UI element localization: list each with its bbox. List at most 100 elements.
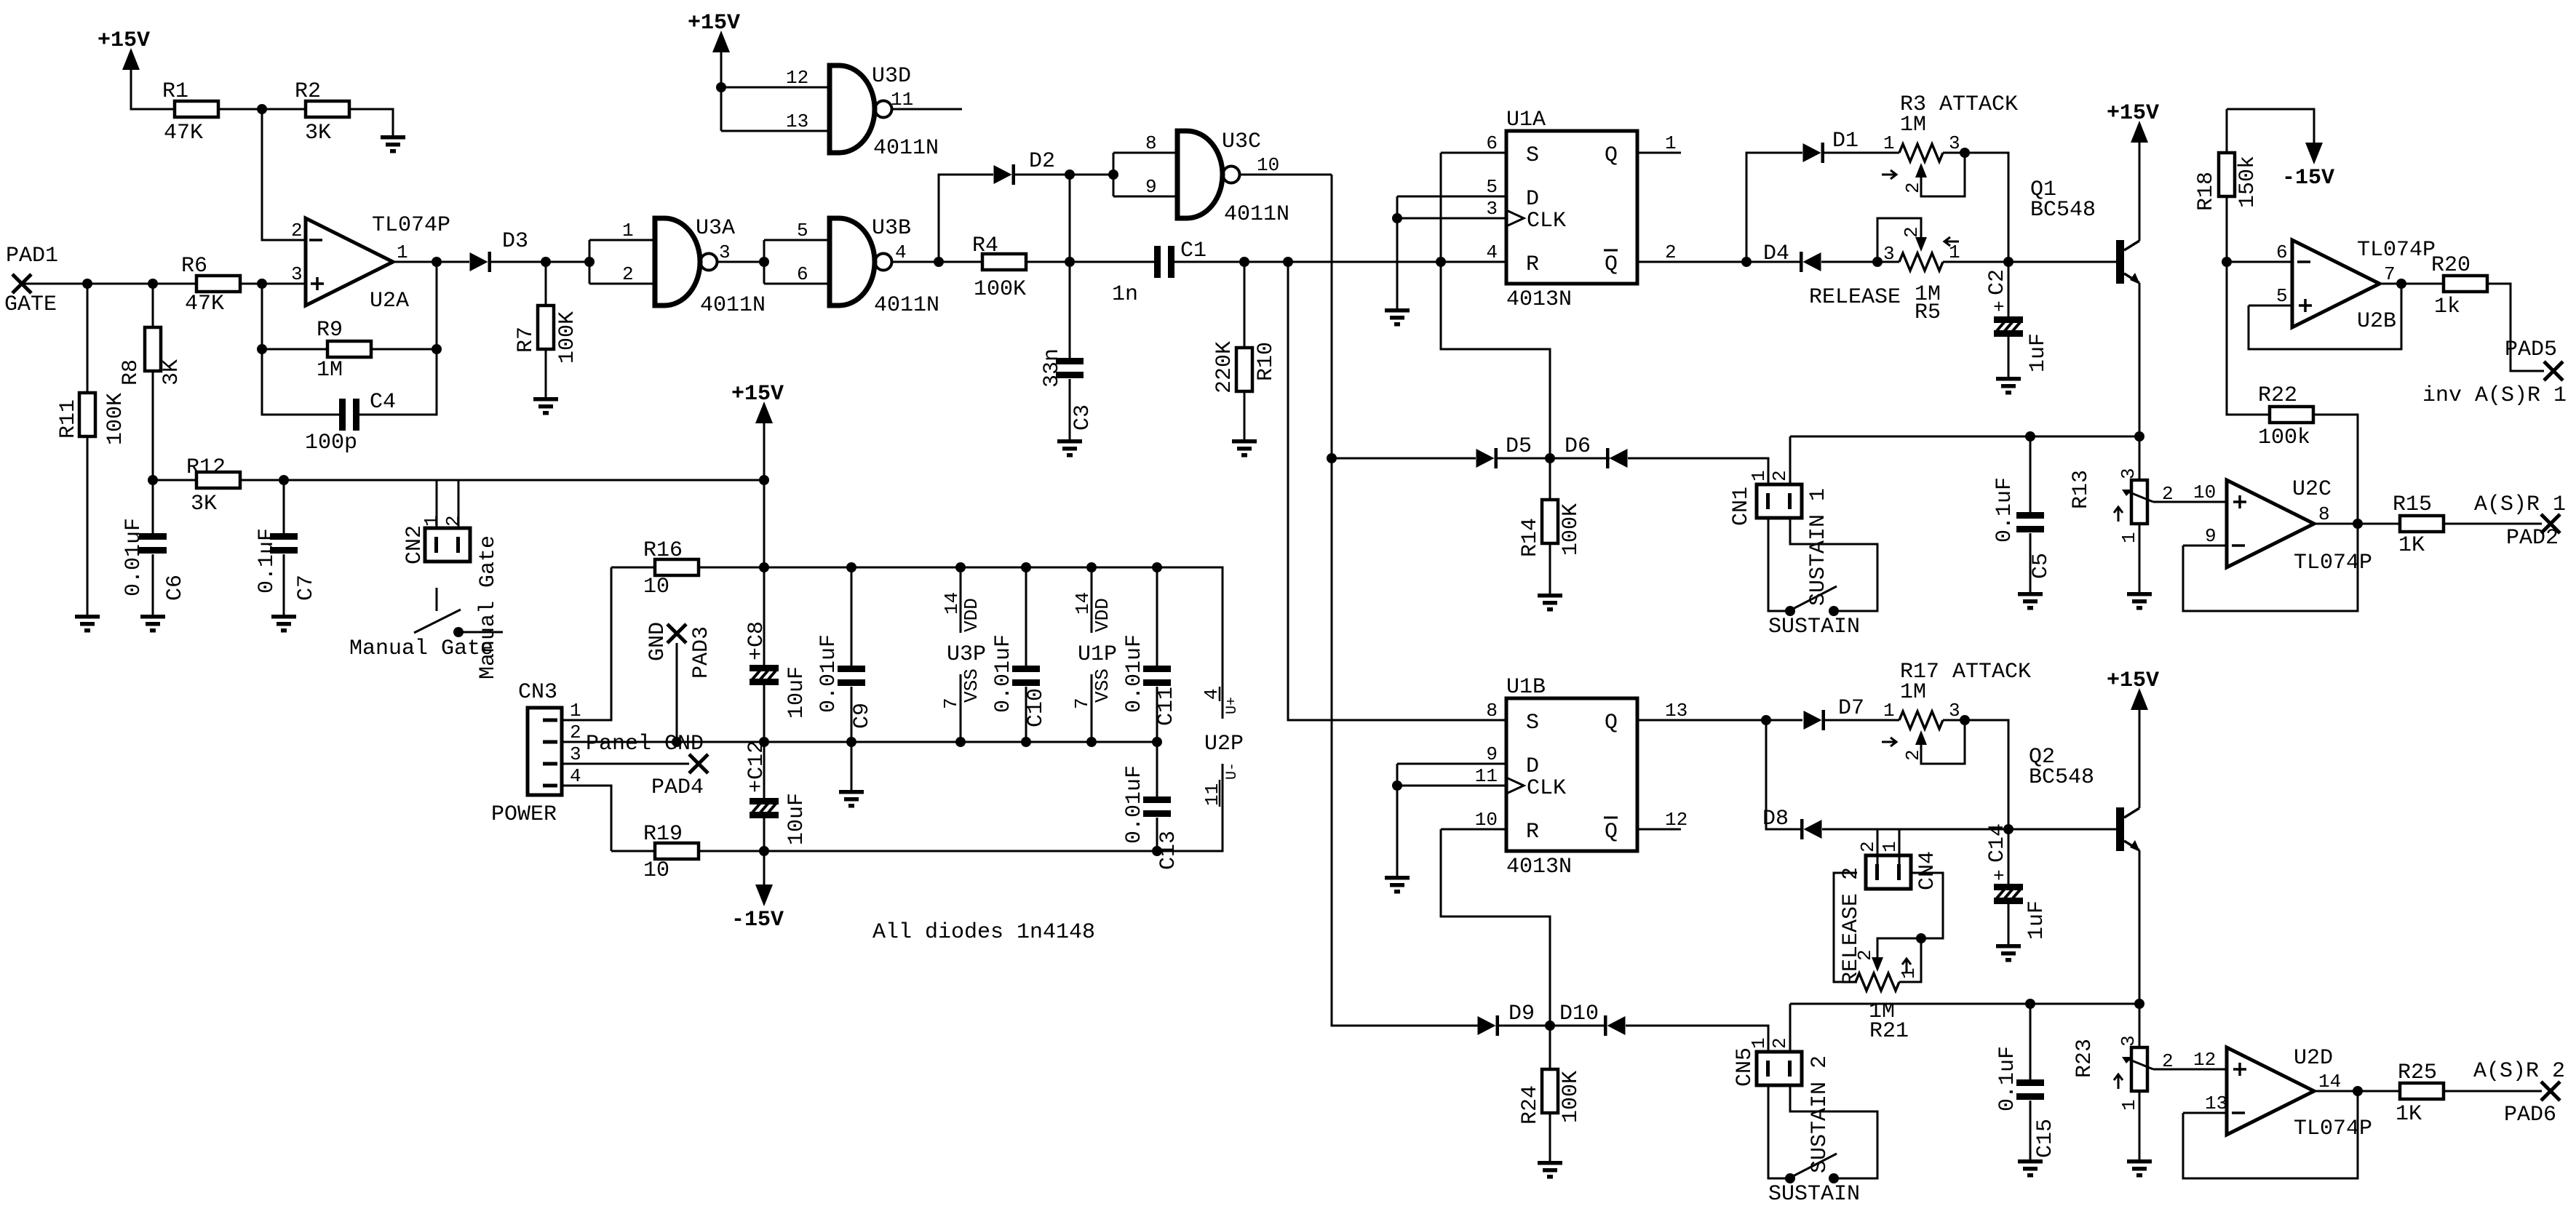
svg-text:9: 9 xyxy=(2205,525,2217,547)
svg-text:1: 1 xyxy=(1748,1037,1770,1049)
svg-text:D6: D6 xyxy=(1565,434,1591,459)
svg-text:3: 3 xyxy=(1883,243,1895,265)
svg-text:R23: R23 xyxy=(2072,1039,2097,1078)
svg-text:13: 13 xyxy=(1665,700,1687,722)
svg-text:C11: C11 xyxy=(1154,687,1179,726)
svg-text:R3 ATTACK: R3 ATTACK xyxy=(1900,92,2018,117)
svg-text:R16: R16 xyxy=(643,538,683,563)
svg-text:U3D: U3D xyxy=(872,64,911,89)
svg-text:All diodes 1n4148: All diodes 1n4148 xyxy=(872,920,1095,945)
svg-text:4011N: 4011N xyxy=(873,136,939,161)
svg-text:R25: R25 xyxy=(2398,1061,2437,1085)
svg-text:PAD1: PAD1 xyxy=(6,244,58,268)
svg-text:3: 3 xyxy=(1949,700,1960,722)
svg-text:1: 1 xyxy=(397,241,408,263)
svg-text:4011N: 4011N xyxy=(874,293,939,318)
svg-text:12: 12 xyxy=(1665,809,1687,831)
svg-text:C15: C15 xyxy=(2033,1119,2058,1158)
svg-text:U1P: U1P xyxy=(1078,642,1117,667)
svg-text:1: 1 xyxy=(570,700,581,722)
svg-text:100k: 100k xyxy=(2258,426,2310,450)
svg-text:TL074P: TL074P xyxy=(372,213,450,238)
svg-text:Panel GND: Panel GND xyxy=(586,732,704,756)
svg-text:+15V: +15V xyxy=(688,11,740,36)
svg-text:8: 8 xyxy=(1145,132,1157,154)
svg-text:D4: D4 xyxy=(1763,241,1789,266)
svg-text:+C8: +C8 xyxy=(744,621,769,660)
svg-text:+: + xyxy=(1993,866,2005,887)
svg-text:SUSTAIN: SUSTAIN xyxy=(1768,615,1860,639)
svg-text:U3P: U3P xyxy=(947,642,986,667)
svg-text:220K: 220K xyxy=(1212,341,1237,394)
svg-text:Manual Gate: Manual Gate xyxy=(476,535,501,679)
svg-text:Q: Q xyxy=(1605,820,1618,844)
svg-text:CLK: CLK xyxy=(1527,209,1566,233)
svg-text:2: 2 xyxy=(2162,1050,2174,1072)
svg-text:1: 1 xyxy=(1883,132,1895,154)
svg-text:13: 13 xyxy=(786,111,808,132)
svg-text:Q: Q xyxy=(1605,143,1618,168)
svg-text:1: 1 xyxy=(1748,470,1770,482)
svg-text:+15V: +15V xyxy=(2107,101,2159,126)
svg-text:0.01uF: 0.01uF xyxy=(1122,634,1147,713)
svg-text:2: 2 xyxy=(1902,182,1924,193)
svg-text:5: 5 xyxy=(2276,285,2288,307)
svg-text:D10: D10 xyxy=(1559,1002,1599,1026)
svg-text:CLK: CLK xyxy=(1527,776,1566,801)
svg-text:Q1: Q1 xyxy=(2030,177,2056,202)
svg-text:R14: R14 xyxy=(1518,518,1543,557)
svg-text:R22: R22 xyxy=(2258,383,2297,408)
svg-text:PAD5: PAD5 xyxy=(2505,338,2557,362)
svg-text:2: 2 xyxy=(1769,1037,1791,1049)
svg-text:U3C: U3C xyxy=(1222,129,1261,154)
svg-text:D: D xyxy=(1526,754,1539,779)
svg-text:7: 7 xyxy=(940,698,962,709)
svg-text:C7: C7 xyxy=(294,575,319,601)
svg-text:14: 14 xyxy=(2318,1071,2341,1093)
svg-text:1M: 1M xyxy=(1915,282,1941,307)
svg-text:U1A: U1A xyxy=(1506,108,1546,132)
svg-text:1M: 1M xyxy=(1900,113,1926,137)
svg-text:47K: 47K xyxy=(185,292,224,316)
svg-text:4: 4 xyxy=(570,765,581,787)
svg-text:3: 3 xyxy=(2118,468,2139,479)
svg-text:+15V: +15V xyxy=(731,382,784,407)
svg-text:1k: 1k xyxy=(2434,295,2460,319)
svg-text:Q: Q xyxy=(1605,252,1618,277)
svg-text:R6: R6 xyxy=(181,254,207,279)
svg-text:A(S)R 1: A(S)R 1 xyxy=(2474,492,2566,517)
svg-text:1M: 1M xyxy=(1900,680,1926,705)
svg-text:150k: 150k xyxy=(2235,156,2260,208)
svg-text:SUSTAIN: SUSTAIN xyxy=(1768,1182,1860,1206)
svg-text:6: 6 xyxy=(1486,132,1498,154)
svg-text:0.01uF: 0.01uF xyxy=(991,634,1016,713)
svg-text:R20: R20 xyxy=(2431,253,2470,278)
svg-text:C13: C13 xyxy=(1156,831,1181,870)
svg-text:R17 ATTACK: R17 ATTACK xyxy=(1900,660,2031,684)
svg-text:4013N: 4013N xyxy=(1506,287,1572,312)
svg-text:0.01uF: 0.01uF xyxy=(816,634,841,713)
svg-text:9: 9 xyxy=(1486,743,1498,765)
svg-text:C9: C9 xyxy=(850,703,875,729)
svg-text:1uF: 1uF xyxy=(2024,900,2049,940)
svg-text:TL074P: TL074P xyxy=(2294,551,2372,575)
svg-text:R: R xyxy=(1526,252,1539,277)
svg-text:-15V: -15V xyxy=(731,908,784,933)
svg-text:R19: R19 xyxy=(643,822,683,847)
svg-text:C14: C14 xyxy=(1985,823,2010,863)
svg-text:1: 1 xyxy=(1665,132,1677,154)
svg-text:C10: C10 xyxy=(1024,688,1049,727)
svg-text:1: 1 xyxy=(421,515,442,527)
svg-text:1: 1 xyxy=(1898,967,1920,979)
svg-text:0.1uF: 0.1uF xyxy=(255,528,279,594)
svg-text:PAD2: PAD2 xyxy=(2506,526,2559,551)
svg-text:3K: 3K xyxy=(191,492,217,516)
svg-text:5: 5 xyxy=(1486,176,1498,198)
svg-text:R7: R7 xyxy=(514,327,538,353)
svg-text:6: 6 xyxy=(797,263,808,285)
svg-text:2: 2 xyxy=(622,263,634,285)
svg-text:SUSTAIN 2: SUSTAIN 2 xyxy=(1808,1055,1832,1173)
svg-text:RELEASE: RELEASE xyxy=(1809,285,1901,310)
svg-text:D9: D9 xyxy=(1508,1002,1535,1026)
svg-text:12: 12 xyxy=(786,67,808,89)
